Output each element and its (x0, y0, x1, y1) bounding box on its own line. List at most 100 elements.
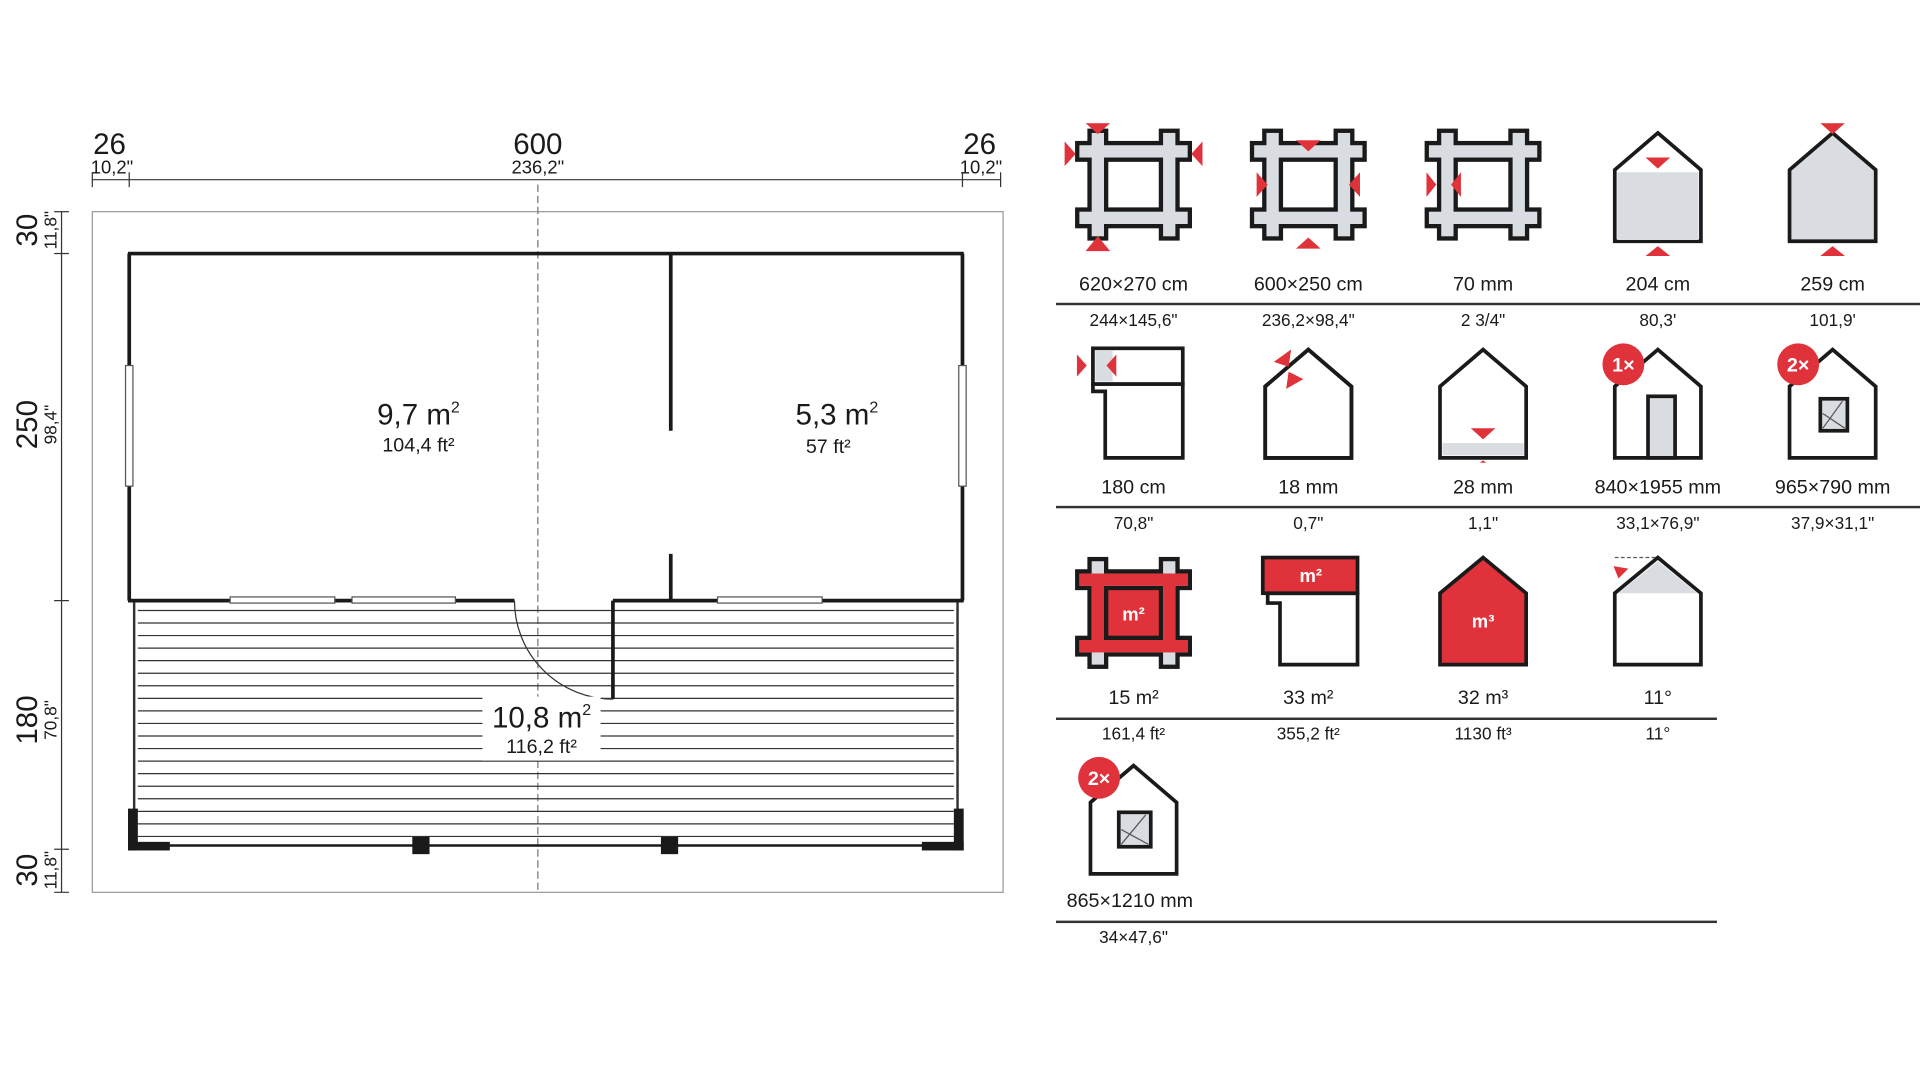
top-dimensions: 26 10,2" 600 236,2" 26 10,2" (91, 128, 1002, 188)
spec-label: 259 cm (1800, 274, 1865, 296)
dim-30-top-in: 11,8" (41, 211, 61, 249)
spec-total-area: m² 33 m² 355,2 ft² (1222, 551, 1394, 743)
door-swing (513, 600, 613, 700)
volume-icon-text: m³ (1472, 611, 1495, 632)
spec-sub: 101,9' (1809, 310, 1856, 330)
spec-label: 18 mm (1278, 477, 1339, 499)
terrace-depth-icon (1076, 346, 1185, 460)
spec-sub: 70,8" (1113, 513, 1154, 533)
dim-30-bottom-cm: 30 (11, 854, 44, 887)
window-count-badge: 2× (1088, 768, 1110, 790)
spec-label: 840×1955 mm (1594, 477, 1722, 499)
door-count-badge: 1× (1612, 355, 1634, 377)
spec-sub: 244×145,6" (1089, 310, 1178, 330)
terrace-imperial: 116,2 ft² (506, 736, 577, 758)
total-area-icon: m² (1260, 555, 1360, 667)
spec-window-size: 2× 965×790 mm 37,9×31,1" (1746, 340, 1918, 533)
spec-label: 204 cm (1625, 274, 1691, 296)
door-icon: 1× (1602, 343, 1703, 460)
volume-icon: m³ (1438, 555, 1529, 667)
external-size-icon (1064, 123, 1203, 252)
spec-sub: 1130 ft³ (1454, 723, 1512, 744)
spec-sub: 11° (1645, 723, 1671, 744)
dim-center-cm: 600 (513, 128, 562, 161)
area-icon-text: m² (1122, 603, 1145, 624)
window-icon: 2× (1078, 756, 1179, 876)
dim-left-in: 10,2" (91, 157, 133, 178)
roof-pitch-icon (1612, 555, 1703, 667)
spec-label: 600×250 cm (1253, 274, 1363, 296)
room-1-area: 9,7 m2 (377, 399, 460, 432)
dim-180-in: 70,8" (41, 700, 61, 740)
dim-250-in: 98,4" (41, 405, 61, 445)
spec-sub: 2 3/4" (1460, 310, 1506, 330)
spec-sub: 0,7" (1293, 513, 1324, 533)
wall-thickness-icon (1409, 123, 1557, 258)
spec-label: 620×270 cm (1079, 274, 1189, 296)
divider (1056, 920, 1717, 923)
dim-center-in: 236,2" (511, 157, 564, 178)
spec-internal-size: 600×250 cm 236,2×98,4" (1222, 123, 1394, 330)
terrace-post (128, 808, 138, 851)
ridge-height-icon (1787, 123, 1878, 257)
dim-180-cm: 180 (11, 695, 44, 744)
room-2-imperial: 57 ft² (806, 436, 851, 458)
area-icon-text: m² (1299, 565, 1322, 586)
spec-label: 32 m³ (1457, 688, 1509, 709)
spec-sub: 355,2 ft² (1276, 723, 1340, 744)
spec-floor-area: m² 15 m² 161,4 ft² (1047, 551, 1219, 743)
left-dimensions: 30 11,8" 250 98,4" 180 70,8" 30 11,8" (11, 211, 69, 893)
dim-30-top-cm: 30 (11, 214, 44, 247)
spec-sub: 1,1" (1468, 513, 1499, 533)
windows (124, 364, 967, 604)
spec-door-size: 1× 840×1955 mm 33,1×76,9" (1572, 340, 1744, 533)
terrace-post (953, 808, 964, 851)
spec-window-size-2: 2× 865×1210 mm 34×47,6" (1047, 756, 1219, 946)
roof-outline (91, 211, 1004, 893)
spec-label: 28 mm (1452, 477, 1514, 499)
spec-sub: 33,1×76,9" (1616, 513, 1700, 533)
floor-plan: 26 10,2" 600 236,2" 26 10,2" 30 11,8" 25… (11, 128, 1004, 893)
spec-sub: 34×47,6" (1099, 926, 1168, 947)
terrace-post (660, 836, 679, 855)
spec-sub: 37,9×31,1" (1790, 513, 1875, 533)
spec-label: 15 m² (1108, 688, 1159, 709)
wall-height-icon (1612, 131, 1703, 257)
window-count-badge: 2× (1787, 355, 1809, 377)
spec-terrace-depth: 180 cm 70,8" (1047, 340, 1219, 533)
divider (1056, 505, 1920, 508)
spec-ridge-height: 259 cm 101,9' (1746, 123, 1918, 330)
walls (127, 251, 965, 700)
roof-thickness-icon (1263, 347, 1354, 460)
divider (1056, 302, 1920, 305)
spec-floor-thickness: 28 mm 1,1" (1397, 340, 1569, 533)
spec-label: 11° (1643, 688, 1673, 709)
spec-sub: 80,3' (1639, 310, 1677, 330)
spec-roof-thickness: 18 mm 0,7" (1222, 340, 1394, 533)
divider (1056, 717, 1717, 720)
spec-label: 180 cm (1101, 477, 1166, 499)
spec-label: 965×790 mm (1774, 477, 1891, 499)
window-icon: 2× (1777, 343, 1878, 460)
room-1-imperial: 104,4 ft² (382, 435, 455, 457)
dim-left-cm: 26 (93, 128, 126, 161)
floor-area-icon: m² (1060, 551, 1208, 674)
spec-sub: 236,2×98,4" (1261, 310, 1355, 330)
internal-size-icon (1234, 123, 1382, 249)
dim-right-cm: 26 (963, 128, 996, 161)
room-2-area: 5,3 m2 (796, 399, 879, 432)
spec-external-size: 620×270 cm 244×145,6" (1047, 123, 1219, 330)
terrace-post (412, 836, 430, 855)
spec-label: 865×1210 mm (1066, 891, 1194, 913)
spec-wall-thickness: 70 mm 2 3/4" (1397, 123, 1569, 330)
dim-30-bottom-in: 11,8" (41, 851, 61, 889)
spec-label: 70 mm (1452, 274, 1514, 296)
spec-sub: 161,4 ft² (1101, 723, 1166, 744)
spec-roof-pitch: 11° 11° (1572, 551, 1744, 743)
spec-volume: m³ 32 m³ 1130 ft³ (1397, 551, 1569, 743)
dim-right-in: 10,2" (960, 157, 1002, 178)
dim-250-cm: 250 (11, 400, 44, 449)
floor-thickness-icon (1438, 347, 1529, 463)
terrace-area: 10,8 m2 (492, 701, 591, 734)
